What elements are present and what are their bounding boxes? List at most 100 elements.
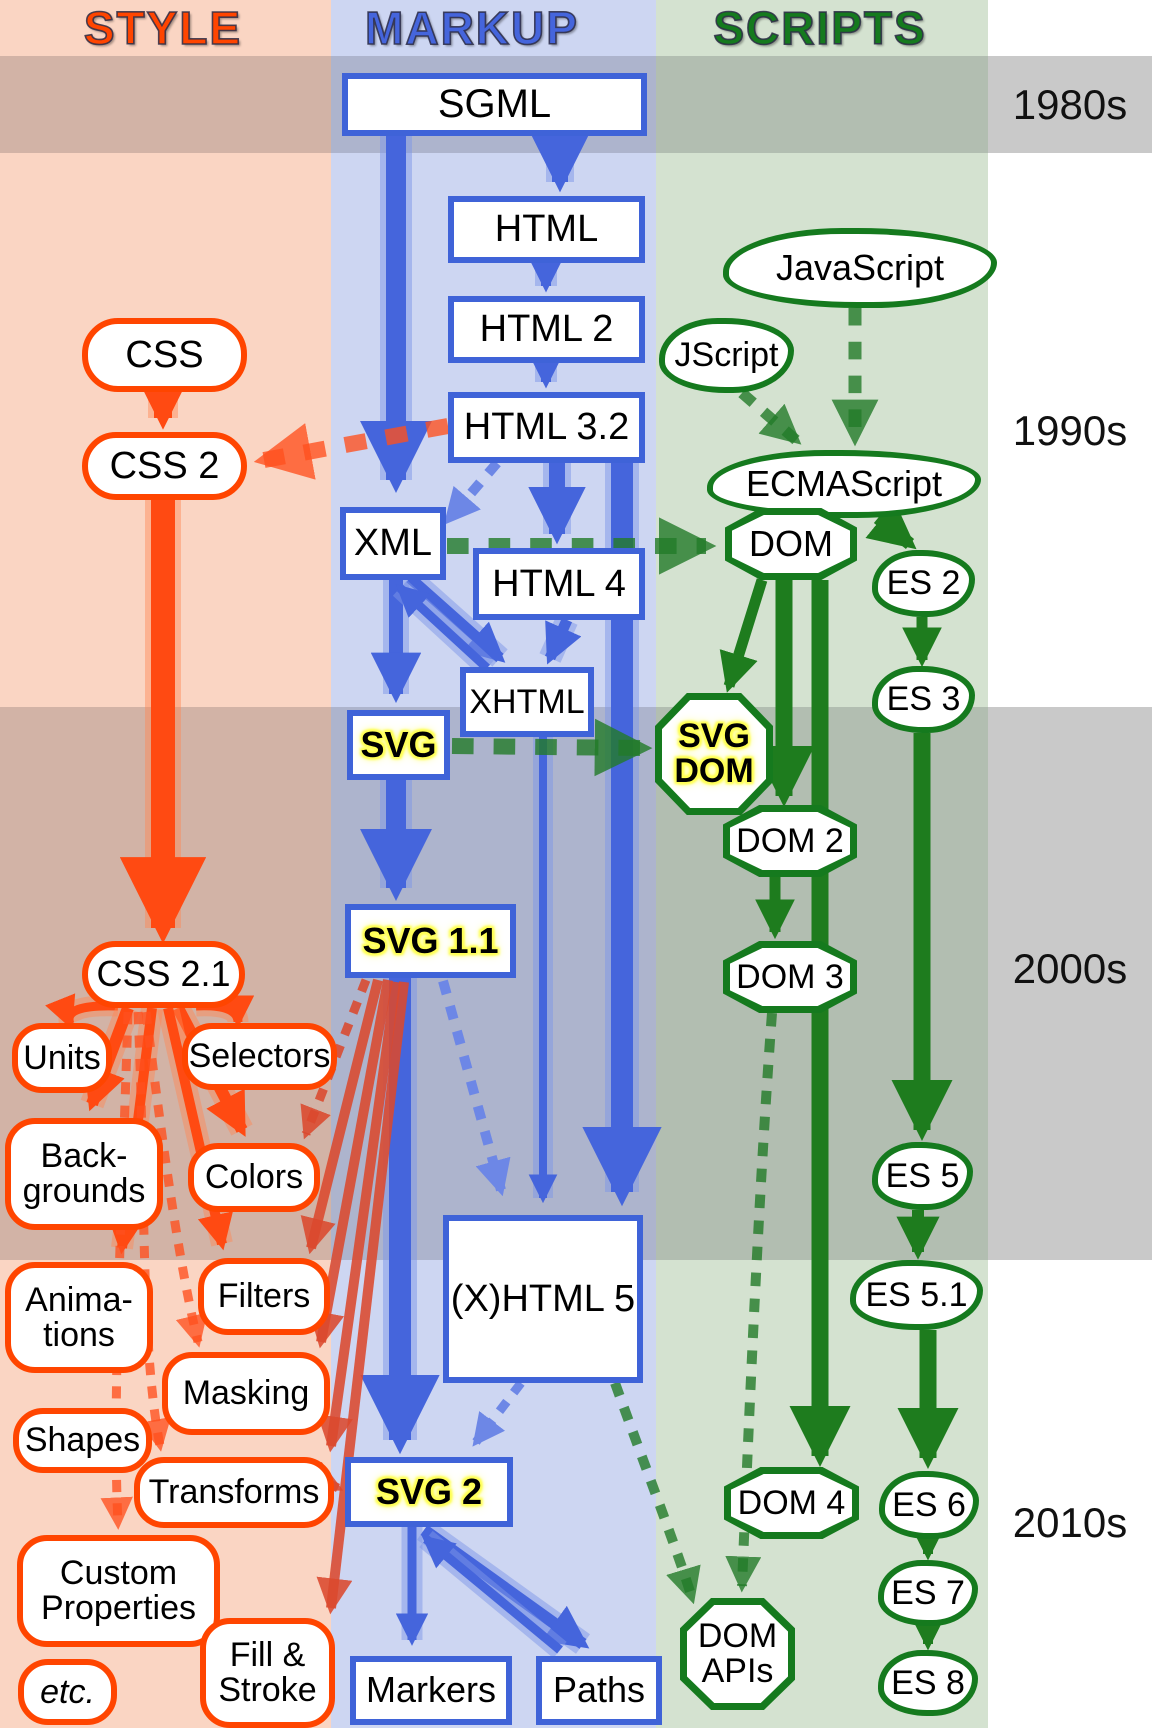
decade-label-2000s: 2000s (1012, 945, 1128, 992)
node-label-line: Properties (41, 1589, 196, 1627)
decade-label-1980s: 1980s (1012, 81, 1128, 128)
octagon-fill (730, 812, 850, 870)
edge-svg11-colors (300, 978, 371, 1140)
node-sgml: SGML (342, 73, 647, 136)
node-label-svg11: SVG 1.1 (362, 919, 499, 961)
node-label-es51: ES 5.1 (865, 1275, 968, 1314)
node-css: CSS (82, 318, 247, 392)
node-es8: ES 8 (878, 1650, 978, 1716)
node-es3: ES 3 (872, 666, 975, 733)
node-label-es7: ES 7 (891, 1573, 965, 1612)
node-label-etc: etc. (40, 1672, 95, 1711)
column-header-style: STYLE (83, 1, 243, 55)
node-javascript: JavaScript (723, 228, 997, 308)
node-ecmascript: ECMAScript (707, 450, 981, 518)
node-label-line: DOM (697, 1617, 778, 1656)
column-header-markup: MARKUP (364, 1, 579, 55)
node-label-selectors: Selectors (188, 1037, 331, 1076)
node-es2: ES 2 (872, 550, 975, 617)
node-label-line: Fill & (229, 1636, 306, 1675)
node-label-masking: Masking (182, 1374, 310, 1413)
edge-dom3-domapis (725, 1012, 777, 1593)
edge-svg11-fillstroke (316, 981, 409, 1615)
node-selectors: Selectors (182, 1023, 337, 1090)
node-label-shapes: Shapes (24, 1421, 141, 1460)
node-svg2: SVG 2 (345, 1457, 513, 1527)
decade-band-label-0 (988, 56, 1152, 153)
node-label-filters: Filters (217, 1277, 311, 1316)
edge-layer (45, 134, 959, 1659)
node-label-xhtml5: (X)HTML 5 (450, 1277, 636, 1320)
node-jscript: JScript (659, 318, 794, 393)
edge-xhtml5-domapis (610, 1381, 701, 1605)
node-shapes: Shapes (13, 1408, 152, 1473)
node-backgrounds: Back-grounds (5, 1118, 163, 1230)
node-es6: ES 6 (879, 1471, 979, 1539)
node-animations: Anima-tions (5, 1262, 153, 1373)
column-header-scripts: SCRIPTS (713, 1, 927, 55)
node-html4: HTML 4 (473, 548, 645, 620)
edge-html32-xml (443, 459, 501, 525)
node-label-jscript: JScript (674, 336, 779, 375)
node-dom: DOM (725, 508, 857, 580)
node-markers: Markers (350, 1656, 512, 1725)
node-label-javascript: JavaScript (775, 246, 945, 288)
node-label-units: Units (23, 1038, 101, 1077)
node-label-colors: Colors (204, 1158, 304, 1197)
node-label-dom: DOM (749, 522, 833, 564)
edge-svg11-transforms (317, 981, 401, 1453)
node-html32: HTML 3.2 (448, 392, 645, 463)
node-html: HTML (448, 196, 645, 263)
node-etc: etc. (18, 1659, 117, 1725)
edge-paths-svg2 (421, 1535, 563, 1654)
node-label-dom4: DOM 4 (737, 1483, 846, 1522)
node-label-line: DOM (674, 752, 754, 790)
node-dom2: DOM 2 (723, 805, 857, 877)
node-label-line: grounds (22, 1172, 146, 1210)
octagon-fill (732, 515, 850, 573)
node-label-fillstroke: Fill &Stroke (206, 1638, 329, 1707)
node-label-css: CSS (125, 333, 204, 376)
edge-css21-masking (141, 1011, 208, 1348)
node-label-animations: Anima-tions (11, 1283, 147, 1352)
node-label-html: HTML (494, 208, 599, 251)
node-label-css21: CSS 2.1 (96, 953, 231, 995)
node-es51: ES 5.1 (850, 1260, 983, 1330)
node-fillstroke: Fill &Stroke (200, 1618, 335, 1728)
edge-dom-svgdom (719, 578, 768, 693)
node-xhtml5: (X)HTML 5 (443, 1215, 643, 1383)
edge-html4-xhtml (544, 617, 582, 665)
decade-label-1990s: 1990s (1012, 407, 1128, 454)
node-label-svg: SVG (360, 723, 437, 765)
node-label-css2: CSS 2 (109, 444, 220, 487)
node-label-line: SVG (678, 717, 750, 756)
edge-jscript-ecmascript (738, 388, 802, 445)
node-label-xml: XML (353, 522, 433, 565)
node-label-es6: ES 6 (892, 1485, 966, 1524)
node-label-paths: Paths (552, 1669, 646, 1711)
edge-svg11-xhtml5 (438, 979, 511, 1197)
edge-css21-transforms (133, 1011, 172, 1452)
node-dom3: DOM 3 (723, 941, 857, 1013)
node-xhtml: XHTML (460, 667, 594, 737)
octagon-fill (687, 1605, 788, 1703)
node-es7: ES 7 (878, 1560, 978, 1626)
node-dom4: DOM 4 (724, 1467, 859, 1539)
node-units: Units (12, 1023, 112, 1093)
node-label-html2: HTML 2 (479, 308, 614, 351)
node-label-line: tions (43, 1315, 115, 1354)
node-label-line: Anima- (25, 1280, 133, 1319)
node-label-markers: Markers (365, 1669, 496, 1711)
node-label-svg2: SVG 2 (375, 1470, 483, 1512)
node-masking: Masking (162, 1352, 330, 1435)
decade-band-label-1 (988, 707, 1152, 1260)
node-label-xhtml: XHTML (469, 682, 585, 721)
node-label-html32: HTML 3.2 (463, 406, 630, 449)
